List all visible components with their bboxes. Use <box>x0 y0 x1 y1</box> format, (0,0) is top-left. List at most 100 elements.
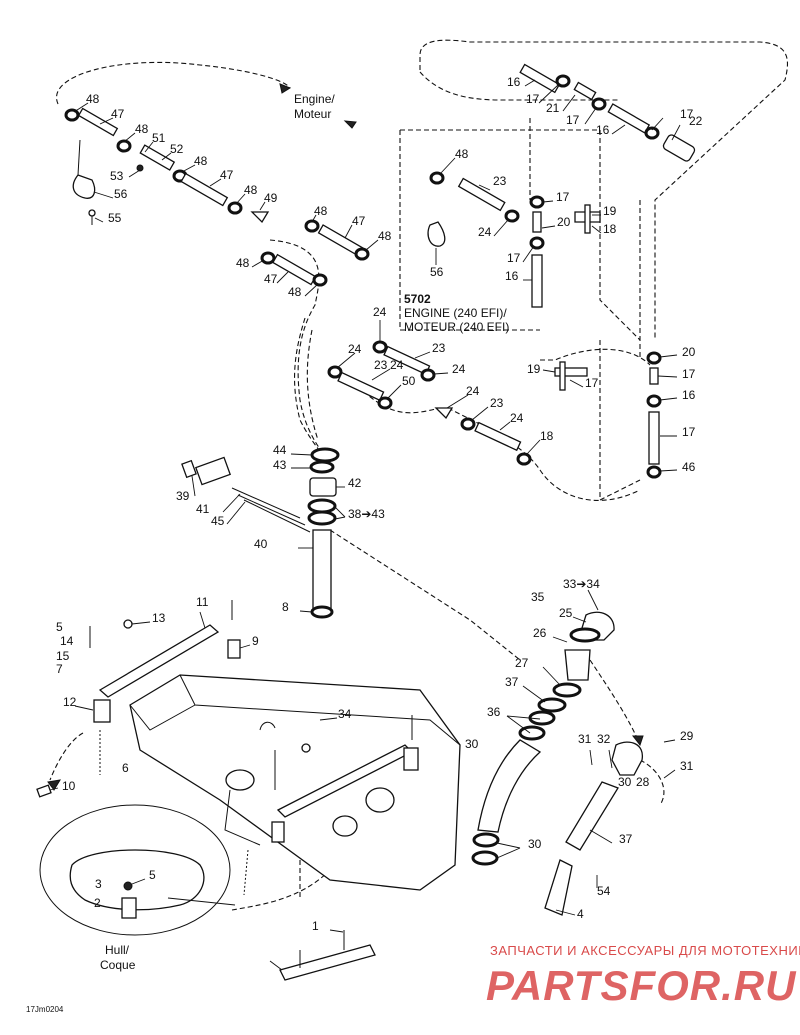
part-callout: 48 <box>86 92 100 106</box>
part-callout: 22 <box>689 114 703 128</box>
part-callout: 6 <box>122 761 129 775</box>
part-callout: 40 <box>254 537 268 551</box>
hull-detail-inset <box>39 804 236 936</box>
part-callout: 35 <box>531 590 545 604</box>
middle-hose-assembly <box>327 340 662 479</box>
part-callout: 53 <box>110 169 124 183</box>
part-callout: 23 <box>490 396 504 410</box>
part-callout: 51 <box>152 131 166 145</box>
part-callout: 24 <box>510 411 524 425</box>
part-callout: 31 <box>680 759 694 773</box>
engine-label: Engine/ Moteur <box>294 92 335 121</box>
tank-straps <box>36 600 419 896</box>
part-callout: 16 <box>682 388 696 402</box>
part-callout: 8 <box>282 600 289 614</box>
part-callout: 24 <box>466 384 480 398</box>
fuel-tank <box>129 674 461 891</box>
part-callout: 33➔34 <box>563 577 600 591</box>
part-callout: 24 <box>348 342 362 356</box>
part-callout: 43 <box>273 458 287 472</box>
part-callout: 5 <box>56 620 63 634</box>
part-callout: 48 <box>314 204 328 218</box>
engine-240efi-title-block: 5702 ENGINE (240 EFI)/ MOTEUR (240 EFI) <box>404 292 509 334</box>
part-callout: 25 <box>559 606 573 620</box>
hull-label: Hull/ Coque <box>100 943 136 972</box>
part-callout: 23 <box>374 358 388 372</box>
part-callout: 55 <box>108 211 122 225</box>
part-callout: 47 <box>264 272 278 286</box>
part-callout: 34 <box>338 707 352 721</box>
part-callout: 49 <box>264 191 278 205</box>
part-callout: 20 <box>682 345 696 359</box>
upper-right-hose-assembly <box>427 63 696 308</box>
title-block-line2: MOTEUR (240 EFI) <box>404 320 509 334</box>
part-callout: 48 <box>244 183 258 197</box>
part-callout: 50 <box>402 374 416 388</box>
part-callout: 17 <box>680 107 694 121</box>
part-callout: 47 <box>220 168 234 182</box>
fuel-pump-assembly <box>181 447 340 619</box>
watermark-line2: PARTSFOR.RU <box>486 962 797 1009</box>
part-callout: 45 <box>211 514 225 528</box>
part-callout: 16 <box>507 75 521 89</box>
part-callout: 17 <box>556 190 570 204</box>
part-callout: 1 <box>312 919 319 933</box>
drawing-code: 17Jm0204 <box>26 1005 64 1014</box>
part-callout: 9 <box>252 634 259 648</box>
part-callout: 10 <box>62 779 76 793</box>
part-callout: 26 <box>533 626 547 640</box>
part-callout: 12 <box>63 695 77 709</box>
part-callout: 42 <box>348 476 362 490</box>
part-callout: 37 <box>505 675 519 689</box>
part-callout: 44 <box>273 443 287 457</box>
watermark: ЗАПЧАСТИ И АКСЕССУАРЫ ДЛЯ МОТОТЕХНИКИ PA… <box>486 943 800 1009</box>
part-callout: 4 <box>577 907 584 921</box>
part-callout: 20 <box>557 215 571 229</box>
part-callout: 24 <box>478 225 492 239</box>
part-callout: 39 <box>176 489 190 503</box>
part-callout: 17 <box>566 113 580 127</box>
part-callout: 23 <box>432 341 446 355</box>
part-callout: 38➔43 <box>348 507 385 521</box>
part-callout: 32 <box>597 732 611 746</box>
part-callout: 16 <box>596 123 610 137</box>
part-callout: 7 <box>56 662 63 676</box>
part-callout: 46 <box>682 460 696 474</box>
part-callout: 28 <box>636 775 650 789</box>
engine-label-line1: Engine/ <box>294 92 335 106</box>
part-callout: 13 <box>152 611 166 625</box>
part-callout: 48 <box>378 229 392 243</box>
part-callout: 36 <box>487 705 501 719</box>
engine-label-line2: Moteur <box>294 107 331 121</box>
part-callout: 17 <box>682 425 696 439</box>
part-callout: 23 <box>493 174 507 188</box>
part-callout: 16 <box>505 269 519 283</box>
part-callout: 30 <box>465 737 479 751</box>
part-callout: 18 <box>540 429 554 443</box>
part-callout: 17 <box>507 251 521 265</box>
part-callout: 19 <box>527 362 541 376</box>
part-callout: 19 <box>603 204 617 218</box>
title-block-code: 5702 <box>404 292 431 306</box>
part-callout: 48 <box>455 147 469 161</box>
leader-lines <box>49 79 681 971</box>
part-callout: 37 <box>619 832 633 846</box>
arrowheads <box>47 83 644 791</box>
part-callout: 56 <box>114 187 128 201</box>
part-callout: 2 <box>94 896 101 910</box>
part-callout: 48 <box>194 154 208 168</box>
hull-label-line2: Coque <box>100 958 136 972</box>
part-callout: 11 <box>196 595 209 609</box>
part-callout: 29 <box>680 729 694 743</box>
part-callout: 56 <box>430 265 444 279</box>
part-callout: 3 <box>95 877 102 891</box>
part-callout: 30 <box>618 775 632 789</box>
title-block-line1: ENGINE (240 EFI)/ <box>404 306 507 320</box>
part-callout: 17 <box>585 376 599 390</box>
part-callout: 30 <box>528 837 542 851</box>
part-callout: 21 <box>546 101 560 115</box>
part-callout: 24 <box>452 362 466 376</box>
